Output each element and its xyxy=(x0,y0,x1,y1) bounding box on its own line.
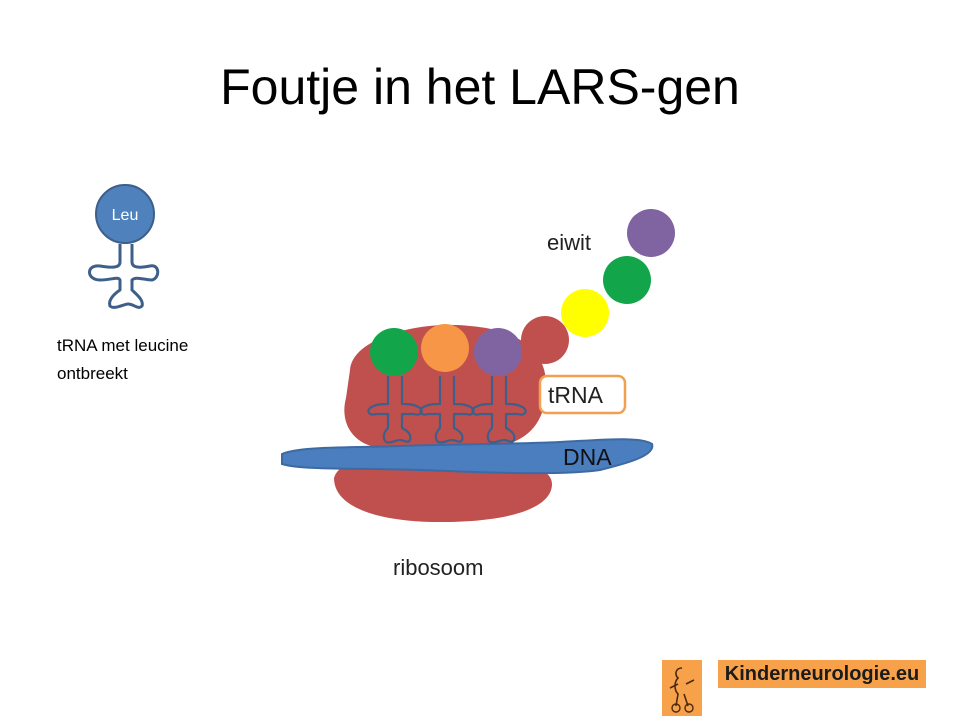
logo-figure-icon xyxy=(662,660,702,716)
protein-chain xyxy=(521,209,675,364)
leu-label: Leu xyxy=(112,207,139,224)
amino-acid-green-ribosome xyxy=(370,328,418,376)
trna-label: tRNA xyxy=(548,382,604,408)
amino-acid-yellow xyxy=(561,289,609,337)
amino-acid-orange-ribosome xyxy=(421,324,469,372)
trna-shape-left xyxy=(88,244,160,309)
amino-acid-green xyxy=(603,256,651,304)
logo-wordmark[interactable]: Kinderneurologie.eu xyxy=(718,660,926,688)
dna-label: DNA xyxy=(563,444,612,470)
amino-acid-red xyxy=(521,316,569,364)
protein-label: eiwit xyxy=(547,230,591,255)
leu-circle xyxy=(95,184,155,244)
slide-title: Foutje in het LARS-gen xyxy=(220,59,740,115)
trna-caption: tRNA met leucine ontbreekt xyxy=(57,332,188,388)
leu-trna: Leu xyxy=(88,184,160,309)
trna-shape-2 xyxy=(419,376,475,444)
amino-acid-purple-ribosome xyxy=(474,328,522,376)
caption-line-1: tRNA met leucine xyxy=(57,336,189,355)
trna-shape-1 xyxy=(367,376,423,444)
ribosome-label: ribosoom xyxy=(393,555,483,580)
caption-line-2: ontbreekt xyxy=(57,364,128,383)
trna-label-box xyxy=(538,374,627,415)
ribosome-trnas xyxy=(367,376,527,444)
amino-acid-purple xyxy=(627,209,675,257)
trna-shape-3 xyxy=(471,376,527,444)
dna-strand xyxy=(281,438,654,475)
